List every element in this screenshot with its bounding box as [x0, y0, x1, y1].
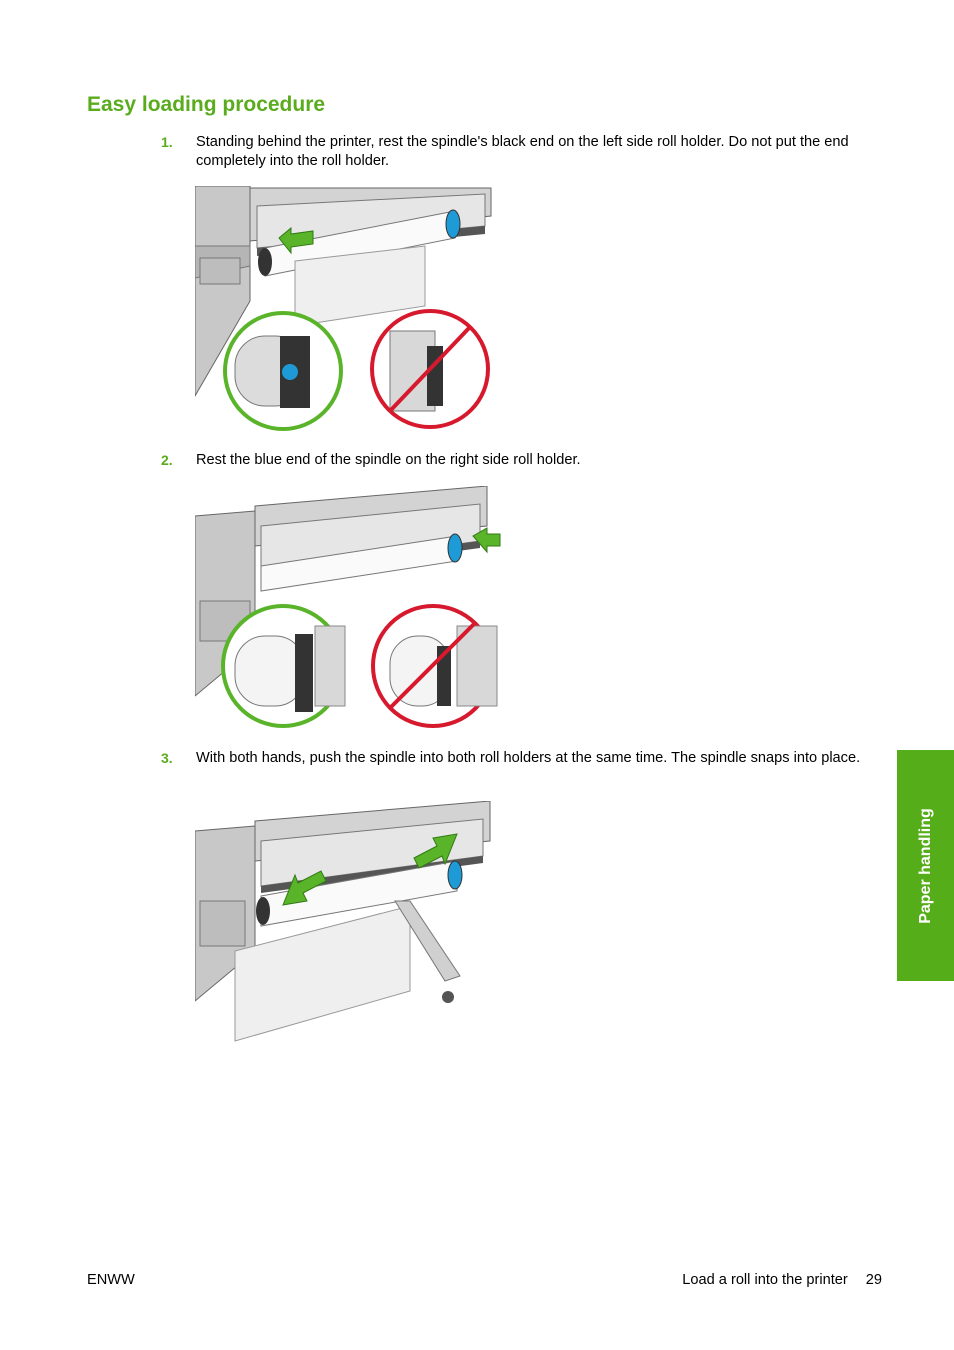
step-3-illustration	[195, 801, 495, 1049]
page-number: 29	[865, 1272, 882, 1288]
footer-section: Load a roll into the printer	[682, 1272, 848, 1288]
footer-left: ENWW	[87, 1272, 135, 1288]
step-2-illustration	[195, 486, 505, 732]
step-2-text: Rest the blue end of the spindle on the …	[196, 452, 581, 468]
footer-right: Load a roll into the printer 29	[682, 1272, 882, 1288]
step-3-text: With both hands, push the spindle into b…	[196, 750, 861, 766]
step-1-illustration	[195, 186, 495, 434]
page-title: Easy loading procedure	[87, 93, 326, 116]
step-3-number: 3.	[161, 750, 173, 766]
step-1-number: 1.	[161, 134, 173, 150]
step-1-text: Standing behind the printer, rest the sp…	[196, 134, 849, 169]
step-2-number: 2.	[161, 452, 173, 468]
side-tab-label: Paper handling	[916, 807, 934, 924]
side-tab: Paper handling	[897, 750, 954, 981]
